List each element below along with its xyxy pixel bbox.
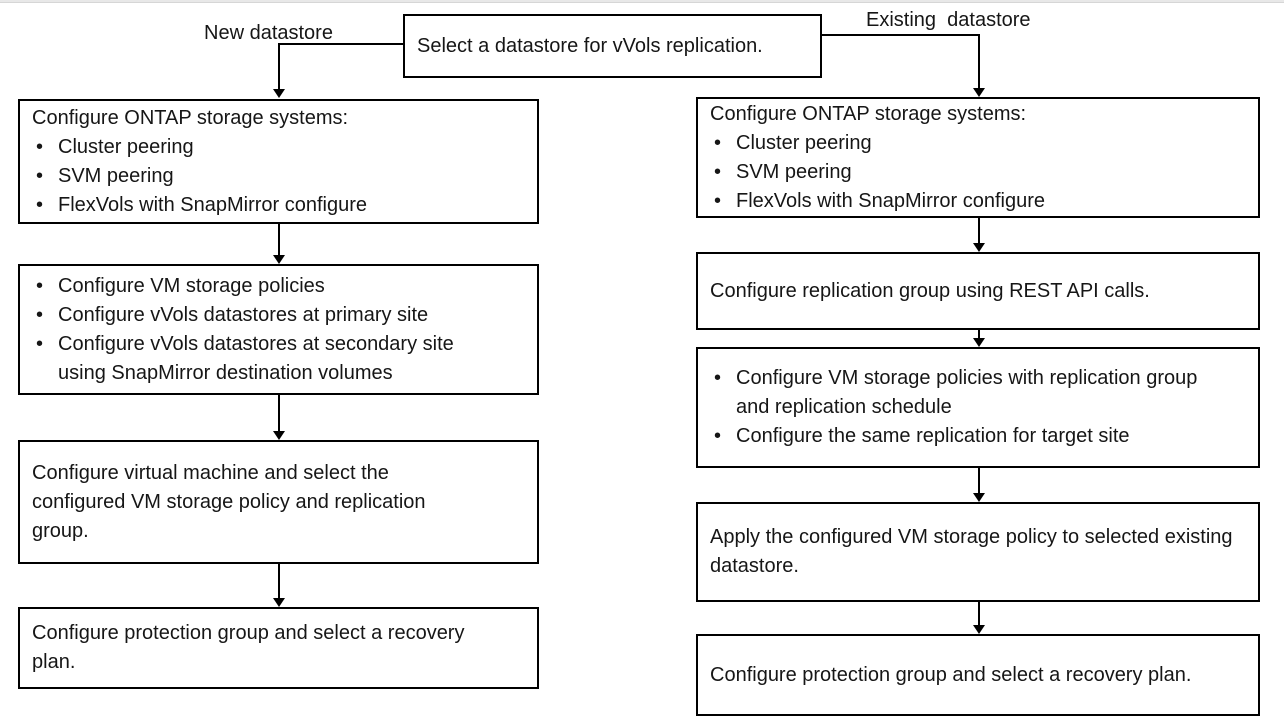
- bullet-text: Cluster peering: [736, 131, 872, 154]
- bullet-text: Configure vVols datastores at primary si…: [58, 303, 429, 326]
- arrowhead-right-2: [973, 338, 985, 347]
- arrowhead-right-1: [973, 243, 985, 252]
- bullet-text: FlexVols with SnapMirror configure: [736, 189, 1046, 212]
- bullet-list: Configure VM storage policies with repli…: [710, 364, 1202, 451]
- flow-box-right-replication-group: Configure replication group using REST A…: [696, 252, 1260, 330]
- bullet-list: Cluster peering SVM peering FlexVols wit…: [710, 129, 1212, 216]
- arrowhead-root-left: [273, 89, 285, 98]
- bullet-item: FlexVols with SnapMirror configure: [32, 191, 491, 220]
- bullet-text: FlexVols with SnapMirror configure: [58, 193, 368, 216]
- bullet-item: FlexVols with SnapMirror configure: [710, 187, 1212, 216]
- arrowhead-right-4: [973, 625, 985, 634]
- connector-root-left-vline: [278, 43, 280, 90]
- flow-box-right-vm-policies: Configure VM storage policies with repli…: [696, 347, 1260, 468]
- connector-right-3: [978, 468, 980, 493]
- connector-left-1: [278, 224, 280, 255]
- connector-root-left-hline: [278, 43, 403, 45]
- box-text: Configure protection group and select a …: [710, 663, 1192, 686]
- flow-box-left-ontap-storage: Configure ONTAP storage systems: Cluster…: [18, 99, 539, 224]
- bullet-item: SVM peering: [710, 158, 1212, 187]
- arrowhead-root-right: [973, 88, 985, 97]
- bullet-text: Configure vVols datastores at secondary …: [58, 332, 454, 384]
- connector-root-right-vline: [978, 34, 980, 88]
- bullet-item: Configure VM storage policies: [32, 272, 491, 301]
- arrowhead-left-1: [273, 255, 285, 264]
- box-text: Apply the configured VM storage policy t…: [710, 526, 1233, 577]
- flow-box-left-vm-policies: Configure VM storage policies Configure …: [18, 264, 539, 395]
- bullet-list: Cluster peering SVM peering FlexVols wit…: [32, 133, 491, 220]
- bullet-item: Cluster peering: [32, 133, 491, 162]
- connector-right-2: [978, 330, 980, 339]
- flow-box-left-configure-vm: Configure virtual machine and select the…: [18, 440, 539, 564]
- connector-left-3: [278, 564, 280, 598]
- bullet-item: SVM peering: [32, 162, 491, 191]
- box-text: Configure virtual machine and select the…: [32, 461, 426, 542]
- connector-left-2: [278, 395, 280, 431]
- box-text: Configure replication group using REST A…: [710, 279, 1150, 302]
- box-title: Configure ONTAP storage systems:: [32, 106, 349, 129]
- window-top-edge: [0, 0, 1284, 3]
- arrowhead-left-3: [273, 598, 285, 607]
- box-title: Configure ONTAP storage systems:: [710, 102, 1027, 125]
- bullet-text: Configure VM storage policies with repli…: [736, 367, 1198, 418]
- bullet-item: Configure the same replication for targe…: [710, 422, 1202, 451]
- bullet-item: Configure vVols datastores at secondary …: [32, 330, 491, 388]
- bullet-text: Configure the same replication for targe…: [736, 425, 1130, 447]
- bullet-text: SVM peering: [58, 164, 174, 187]
- flow-box-left-protection-group: Configure protection group and select a …: [18, 607, 539, 689]
- bullet-item: Cluster peering: [710, 129, 1212, 158]
- bullet-item: Configure VM storage policies with repli…: [710, 364, 1202, 422]
- bullet-list: Configure VM storage policies Configure …: [32, 272, 491, 388]
- branch-label-existing-datastore: Existing datastore: [866, 9, 1031, 31]
- box-text: Configure protection group and select a …: [32, 622, 465, 673]
- connector-right-4: [978, 602, 980, 625]
- flow-box-root-text: Select a datastore for vVols replication…: [417, 34, 763, 57]
- branch-label-new-datastore: New datastore: [204, 22, 333, 44]
- flow-box-right-ontap-storage: Configure ONTAP storage systems: Cluster…: [696, 97, 1260, 218]
- connector-right-1: [978, 218, 980, 243]
- flow-box-root: Select a datastore for vVols replication…: [403, 14, 822, 78]
- arrowhead-left-2: [273, 431, 285, 440]
- arrowhead-right-3: [973, 493, 985, 502]
- bullet-text: Configure VM storage policies: [58, 274, 325, 297]
- flow-box-right-apply-policy: Apply the configured VM storage policy t…: [696, 502, 1260, 602]
- connector-root-right-hline: [822, 34, 980, 36]
- bullet-text: SVM peering: [736, 160, 852, 183]
- flow-box-right-protection-group: Configure protection group and select a …: [696, 634, 1260, 716]
- bullet-text: Cluster peering: [58, 135, 194, 158]
- bullet-item: Configure vVols datastores at primary si…: [32, 301, 491, 330]
